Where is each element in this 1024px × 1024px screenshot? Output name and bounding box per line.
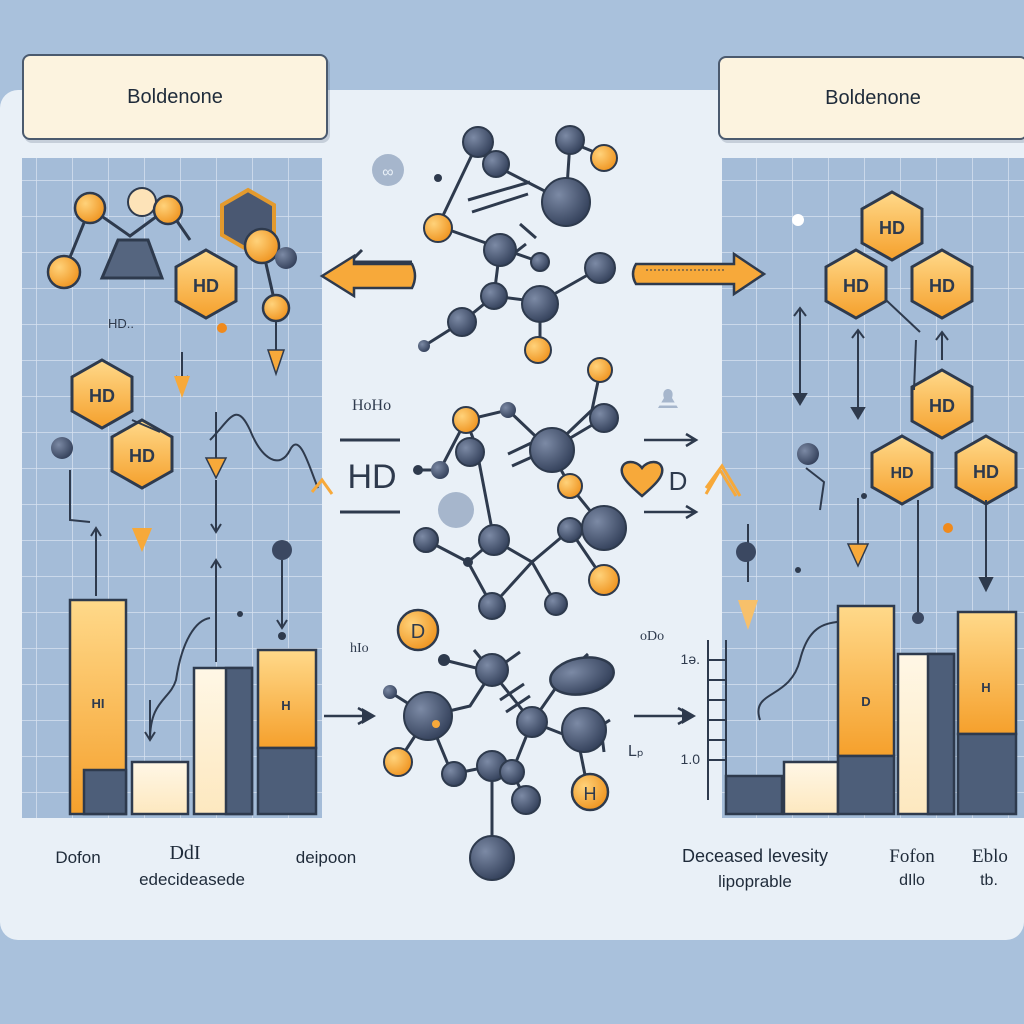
svg-text:D: D: [411, 621, 425, 643]
title-left: Boldenone: [22, 54, 328, 140]
svg-text:H: H: [584, 784, 597, 804]
bar: [724, 774, 784, 816]
label-hbo: hIo: [350, 641, 369, 656]
svg-text:HD: HD: [193, 276, 219, 296]
label-deipoon: deipoon: [295, 848, 357, 867]
circle-d: D: [396, 608, 440, 652]
bar-label-d: D: [861, 694, 870, 709]
arrows-center-right: [644, 432, 699, 520]
bar: [130, 760, 190, 816]
hexagon-hd: HD: [110, 418, 174, 490]
center-icons: ∞: [372, 154, 804, 528]
svg-text:HD: HD: [843, 276, 869, 296]
bar: [782, 760, 840, 816]
right-bars: [724, 604, 1018, 816]
label-tb: tb.: [980, 872, 998, 889]
label-eblo: Eblo: [972, 846, 1008, 867]
label-decreased: Deceased levesity: [681, 846, 829, 866]
circle-h: H: [570, 772, 610, 812]
bar: [256, 648, 318, 750]
svg-text:HD: HD: [973, 462, 999, 482]
bar-label-h: H: [981, 680, 990, 695]
scale-ladder: [707, 640, 727, 800]
heart-icon: [620, 460, 664, 498]
bar-label-hi: HI: [92, 696, 105, 711]
scale-label-top: 1ə.: [681, 651, 700, 667]
svg-text:HD: HD: [879, 218, 905, 238]
hexagon-hd: HD: [824, 248, 888, 320]
bar: [956, 610, 1018, 736]
hexagon-hd: HD: [860, 190, 924, 262]
hexagon-hd: HD: [174, 248, 238, 320]
title-right: Boldenone: [718, 56, 1024, 140]
scale-label-bottom: 1.0: [681, 751, 701, 767]
label-odo: oDo: [640, 629, 664, 644]
svg-text:HD: HD: [929, 276, 955, 296]
hexagon-hd: HD: [70, 358, 134, 430]
bar-label-h: H: [281, 698, 290, 713]
arrow-left-orange: [319, 248, 417, 299]
hexagon-hd: HD: [910, 368, 974, 440]
label-lipoprable: lipoprable: [718, 872, 792, 891]
arrow-right-orange: [631, 251, 767, 297]
label-fofon: Fofon: [889, 846, 935, 867]
hexagon-hd: HD: [870, 434, 934, 506]
label-edecideasede: edecideasede: [139, 870, 245, 889]
bar: [836, 604, 896, 758]
hd-caption: HD..: [108, 316, 134, 331]
label-lp: Lₚ: [628, 743, 644, 760]
label-heart-d: D: [669, 466, 688, 496]
left-bars: [68, 598, 318, 816]
label-hotlo: HoHo: [352, 397, 391, 414]
orange-arrowhead: [174, 376, 190, 398]
trapezoid-ring: [99, 238, 165, 280]
label-hd-big: HD: [347, 458, 396, 496]
caret: [704, 467, 738, 497]
svg-text:HD: HD: [929, 396, 955, 416]
hexagon-hd: HD: [910, 248, 974, 320]
hexagon-hd: HD: [954, 434, 1018, 506]
svg-text:HD: HD: [129, 446, 155, 466]
label-dilo: dIlo: [899, 872, 925, 889]
svg-text:∞: ∞: [382, 164, 393, 181]
label-dofon: Dofon: [55, 848, 101, 867]
atom: [46, 254, 82, 290]
svg-text:HD: HD: [890, 465, 913, 482]
label-ddl: DdI: [169, 842, 201, 864]
svg-text:HD: HD: [89, 386, 115, 406]
left-arrows: [69, 322, 319, 742]
